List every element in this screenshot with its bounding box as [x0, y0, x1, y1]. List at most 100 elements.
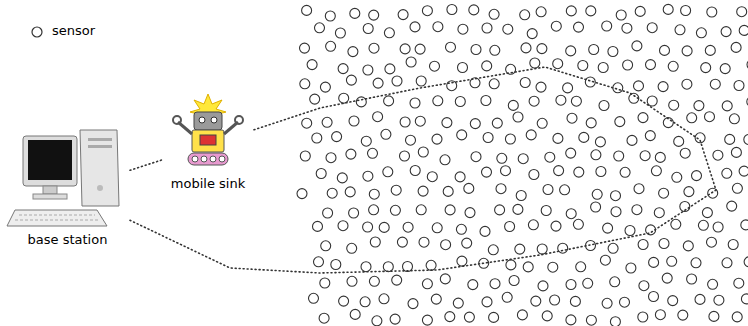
sensor-symbol — [433, 96, 443, 106]
sensor-symbol — [408, 299, 418, 309]
sensor-symbol — [456, 224, 466, 234]
sensor-symbol — [573, 219, 583, 229]
sensor-symbol — [635, 6, 645, 16]
sensor-symbol — [349, 116, 359, 126]
sensor-symbol — [728, 240, 738, 250]
sensor-symbol — [608, 47, 618, 57]
sensor-symbol — [346, 75, 356, 85]
sensor-symbol — [363, 222, 373, 232]
sensor-symbol — [369, 189, 379, 199]
sensor-symbol — [566, 46, 576, 56]
sensor-symbol — [432, 223, 442, 233]
sensor-symbol — [543, 185, 553, 195]
sensor-symbol — [391, 185, 401, 195]
dotted-path — [130, 67, 716, 273]
sensor-symbol — [687, 113, 697, 123]
legend-text: sensor — [52, 23, 95, 38]
sensor-symbol — [505, 134, 515, 144]
sensor-symbol — [373, 112, 383, 122]
sensor-symbol — [536, 7, 546, 17]
sensor-symbol — [481, 96, 491, 106]
sensor-symbol — [433, 22, 443, 32]
sensor-symbol — [416, 205, 426, 215]
sensor-symbol — [671, 219, 681, 229]
sensor-symbol — [422, 279, 432, 289]
sensor-symbol — [639, 281, 649, 291]
sensor-symbol — [392, 76, 402, 86]
sensor-symbol — [713, 222, 723, 232]
sensor-symbol — [563, 83, 573, 93]
sensor-symbol — [560, 185, 570, 195]
sensor-symbol — [422, 6, 432, 16]
sensor-symbol — [313, 221, 323, 231]
sensor-symbol — [578, 61, 588, 71]
sensor-symbol — [616, 10, 626, 20]
sensor-symbol — [731, 147, 741, 157]
sensor-symbol — [495, 205, 505, 215]
sensor-symbol — [515, 244, 525, 254]
sensor-symbol — [325, 11, 335, 21]
sensor-symbol — [713, 150, 723, 160]
sensor-symbol — [739, 25, 748, 35]
sensor-symbol — [441, 240, 451, 250]
sensor-symbol — [465, 208, 475, 218]
sensor-symbol — [681, 6, 691, 16]
sensor-symbol — [502, 292, 512, 302]
sensor-symbol — [381, 129, 391, 139]
sensor-symbol — [506, 260, 516, 270]
sensor-symbol — [714, 295, 724, 305]
sensor-symbol — [613, 83, 623, 93]
sensor-symbol — [709, 311, 719, 321]
sensor-symbol — [440, 274, 450, 284]
sensor-symbol — [645, 131, 655, 141]
sensor-symbol — [521, 43, 531, 53]
sensor-symbol — [418, 186, 428, 196]
sensor-symbol — [369, 205, 379, 215]
sensor-symbol — [591, 150, 601, 160]
sensor-symbol — [545, 152, 555, 162]
sensor-symbol — [462, 238, 472, 248]
sensor-symbol — [319, 313, 329, 323]
sensor-symbol — [611, 207, 621, 217]
sensor-symbol — [513, 112, 523, 122]
sensor-symbol — [482, 23, 492, 33]
sensor-symbol — [702, 208, 712, 218]
sensor-symbol — [390, 314, 400, 324]
sensor-symbol — [649, 292, 659, 302]
sensor-symbol — [610, 277, 620, 287]
sensor-symbol — [623, 60, 633, 70]
sensor-symbol — [430, 61, 440, 71]
sensor-symbol — [415, 116, 425, 126]
sensor-symbol — [586, 118, 596, 128]
sensor-symbol — [674, 136, 684, 146]
sensor-symbol — [554, 166, 564, 176]
sensor-symbol — [471, 152, 481, 162]
sensor-symbol — [556, 95, 566, 105]
sensor-symbol — [646, 60, 656, 70]
sensor-symbol — [551, 21, 561, 31]
sensor-symbol — [591, 202, 601, 212]
sensor-symbol — [527, 29, 537, 39]
sensor-symbol — [356, 97, 366, 107]
sensor-symbol — [316, 169, 326, 179]
sensor-symbol — [586, 315, 596, 325]
sensor-symbol — [707, 237, 717, 247]
sensor-symbol — [649, 257, 659, 267]
sensor-symbol — [600, 255, 610, 265]
sensor-symbol — [734, 278, 744, 288]
sensor-symbol — [548, 262, 558, 272]
sensor-symbol — [403, 222, 413, 232]
sensor-symbol — [523, 262, 533, 272]
sensor-symbol — [518, 154, 528, 164]
sensor-symbol — [662, 273, 672, 283]
sensor-symbol — [658, 82, 668, 92]
sensor-symbol — [320, 82, 330, 92]
sensor-symbol — [691, 258, 701, 268]
sensor-symbol — [363, 65, 373, 75]
sensor-symbol — [542, 311, 552, 321]
sensor-symbol — [348, 47, 358, 57]
sensor-symbol — [442, 118, 452, 128]
sensor-symbol — [741, 220, 748, 230]
sensor-symbol — [638, 113, 648, 123]
